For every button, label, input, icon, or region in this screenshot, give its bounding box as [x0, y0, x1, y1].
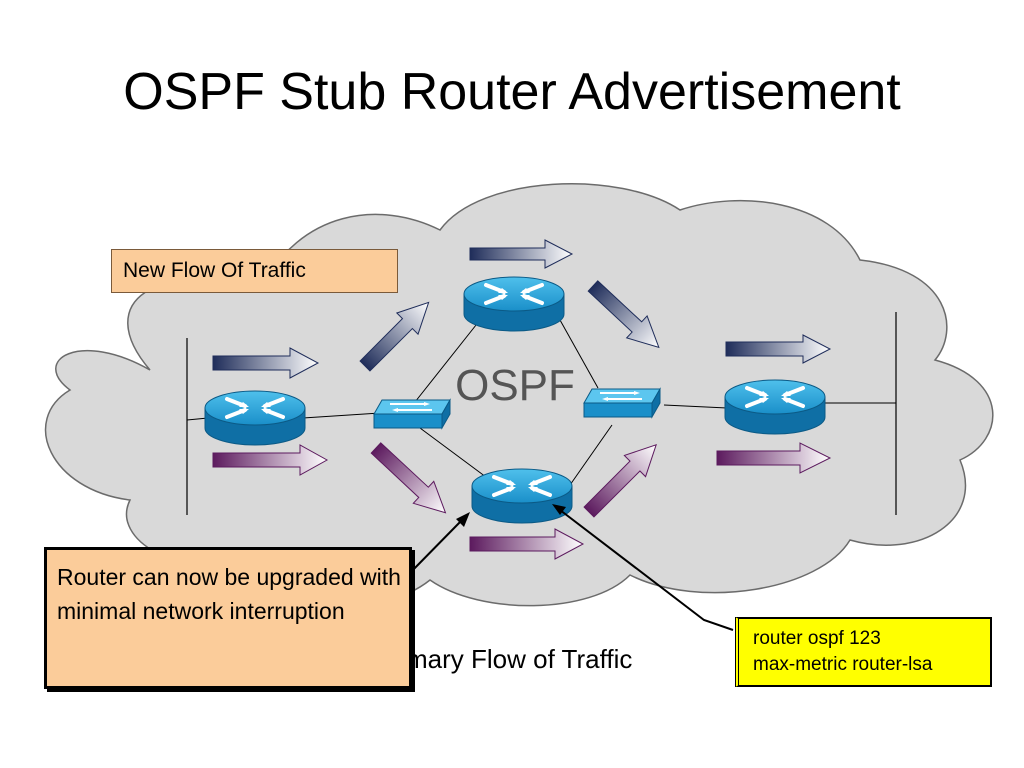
- flow-arrow: [370, 442, 447, 514]
- new-flow-label: New Flow Of Traffic: [111, 249, 398, 293]
- flow-arrow: [583, 444, 657, 518]
- cloud-label: OSPF: [455, 361, 575, 410]
- flow-arrow: [716, 442, 832, 474]
- switch-icon: [583, 388, 661, 418]
- slide-title: OSPF Stub Router Advertisement: [123, 63, 901, 121]
- config-line: router ospf 123: [753, 628, 881, 649]
- router-icon: [203, 389, 307, 447]
- flow-arrow: [212, 444, 329, 476]
- router-icon: [462, 275, 566, 333]
- callout-arrowhead: [456, 512, 470, 527]
- flow-arrow: [469, 528, 585, 560]
- config-snippet: router ospf 123 max-metric router-lsa: [735, 617, 992, 687]
- flow-arrow: [725, 334, 832, 364]
- upgrade-note: Router can now be upgraded with minimal …: [44, 547, 412, 689]
- callout-arrowhead: [552, 504, 566, 515]
- callout-line-config: [559, 509, 734, 631]
- flow-arrow: [212, 347, 320, 379]
- flow-arrow: [359, 301, 430, 372]
- flow-arrow: [469, 239, 574, 269]
- config-line: max-metric router-lsa: [753, 654, 933, 675]
- callout-line-upgrade: [407, 519, 463, 576]
- switch-icon: [373, 399, 451, 429]
- primary-flow-label: mary Flow of Traffic: [406, 644, 633, 674]
- flow-arrow: [587, 280, 660, 349]
- router-icon: [470, 467, 574, 525]
- router-icon: [723, 378, 827, 436]
- primary-flow-arrows: [212, 442, 832, 560]
- new-flow-arrows: [212, 239, 832, 379]
